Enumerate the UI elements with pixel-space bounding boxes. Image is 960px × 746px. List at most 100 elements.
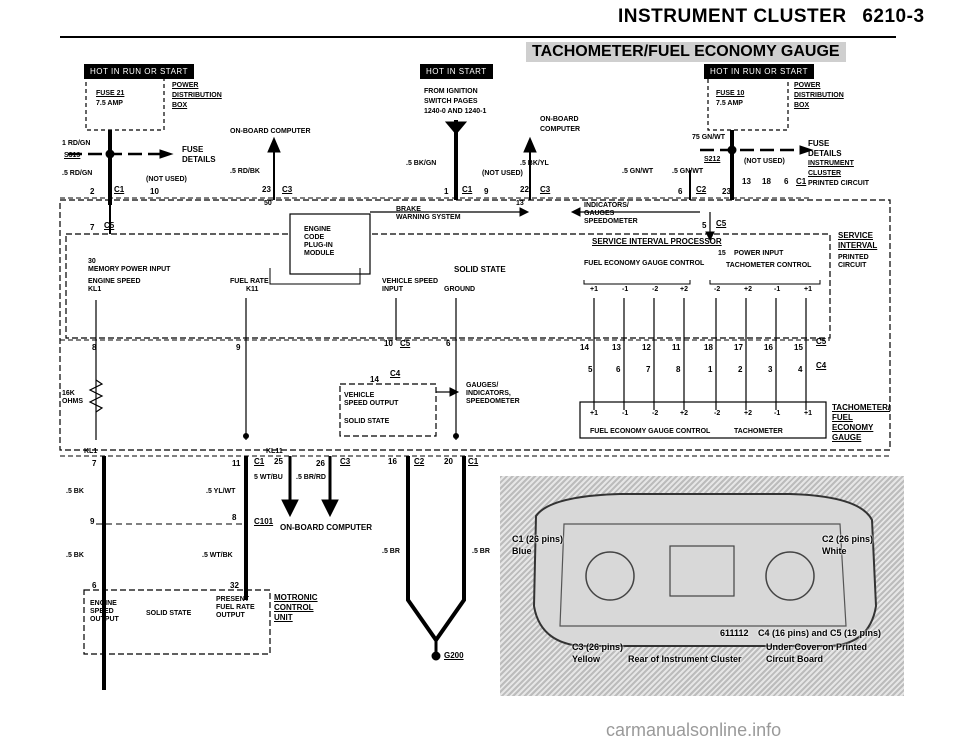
esp-label-1: ENGINE xyxy=(90,600,117,607)
bot-c2: C2 xyxy=(414,457,425,466)
row2-pin-7: 7 xyxy=(646,365,651,374)
bot-kl11: KL11 xyxy=(266,448,283,455)
sign-a-1: +1 xyxy=(590,286,598,293)
row2-pin-5: 5 xyxy=(588,365,593,374)
row2-pin-4: 4 xyxy=(798,365,803,374)
wire-5rdgn-label: .5 RD/GN xyxy=(62,170,93,177)
pin-22: 22 xyxy=(520,185,529,194)
pin-9: 9 xyxy=(484,187,489,196)
photo-c3: C3 (26 pins) xyxy=(572,642,624,652)
fuse-10-box xyxy=(707,77,789,131)
motronic-box xyxy=(83,589,271,655)
pin-13-b: 13 xyxy=(516,200,524,207)
power-dist-b-3: BOX xyxy=(794,102,810,109)
lower-pin-9: 9 xyxy=(90,517,95,526)
onboard-computer-lower: ON-BOARD COMPUTER xyxy=(280,523,372,532)
printed-circuit-label: PRINTED CIRCUIT xyxy=(808,180,870,187)
row1-pin-8: 8 xyxy=(92,343,97,352)
pin-18: 18 xyxy=(762,177,771,186)
splice-s319 xyxy=(105,149,115,159)
circuit-label: CIRCUIT xyxy=(838,262,867,269)
sign-b-8: +1 xyxy=(804,410,812,417)
diagram-title: TACHOMETER/FUEL ECONOMY GAUGE xyxy=(526,42,846,62)
esp-label-3: OUTPUT xyxy=(90,616,119,623)
gauges-ind-1: GAUGES/ xyxy=(466,382,499,389)
wire-5br1-label: .5 BR xyxy=(382,548,400,555)
sign-a-5: -2 xyxy=(714,286,721,293)
hot-in-start-tag: HOT IN START xyxy=(420,64,493,79)
row2-c4: C4 xyxy=(816,361,827,370)
instrument-cluster-label-1: INSTRUMENT xyxy=(808,160,854,167)
kl1-label: KL1 xyxy=(88,286,102,293)
bot-pin-25: 25 xyxy=(274,457,283,466)
sign-b-6: +2 xyxy=(744,410,752,417)
ohms-label-2: OHMS xyxy=(62,398,83,405)
connector-c5: C5 xyxy=(104,221,115,230)
pin-5: 5 xyxy=(702,221,707,230)
photo-c1-color: Blue xyxy=(512,546,532,556)
fuse-10-label: FUSE 10 xyxy=(716,90,745,97)
connector-c3-b: C3 xyxy=(540,185,551,194)
tfe-label-3: ECONOMY xyxy=(832,423,874,432)
sign-b-1: +1 xyxy=(590,410,598,417)
sign-a-6: +2 xyxy=(744,286,752,293)
service-box-2: INTERVAL xyxy=(838,241,878,250)
bot-pin-20: 20 xyxy=(444,457,453,466)
gauges-ind-3: SPEEDOMETER xyxy=(466,398,520,405)
wire-5wtbu-label: 5 WT/BU xyxy=(254,474,283,481)
photo-c1: C1 (26 pins) xyxy=(512,534,564,544)
wire-5bk2-label: .5 BK xyxy=(66,552,84,559)
service-interval-label: SERVICE INTERVAL PROCESSOR xyxy=(592,237,722,246)
wire-5bkgn-label: .5 BK/GN xyxy=(406,160,437,167)
row1-pin-11: 11 xyxy=(672,343,681,352)
bot-pin-16: 16 xyxy=(388,457,397,466)
motronic-label-2: CONTROL xyxy=(274,603,314,612)
fuse-21-box xyxy=(85,77,165,131)
connector-c2: C2 xyxy=(696,185,707,194)
ground-label: GROUND xyxy=(444,286,476,293)
photo-c4-c5: C4 (16 pins) and C5 (19 pins) xyxy=(758,628,882,638)
row1-pin-6: 6 xyxy=(446,339,451,348)
lower-pin-8: 8 xyxy=(232,513,237,522)
vso-label-2: SPEED OUTPUT xyxy=(344,400,399,407)
gauges-ind-2: INDICATORS, xyxy=(466,390,511,397)
fuse-details-label: FUSE xyxy=(182,145,204,154)
connector-c1-a: C1 xyxy=(114,185,125,194)
connector-c1-b: C1 xyxy=(462,185,473,194)
fuel-econ-ctrl-b: FUEL ECONOMY GAUGE CONTROL xyxy=(590,428,711,435)
sign-b-4: +2 xyxy=(680,410,688,417)
fuel-econ-ctrl-label: FUEL ECONOMY GAUGE CONTROL xyxy=(584,260,705,267)
pin-6: 6 xyxy=(678,187,683,196)
memory-power-label: MEMORY POWER INPUT xyxy=(88,266,171,273)
row2-pin-6: 6 xyxy=(616,365,621,374)
ecm-label-4: MODULE xyxy=(304,250,335,257)
bot-c3: C3 xyxy=(340,457,351,466)
row2-pin-3: 3 xyxy=(768,365,773,374)
printed-label: PRINTED xyxy=(838,254,869,261)
splice-s319-label: S319 xyxy=(64,152,81,159)
photo-under-cover: Under Cover on Printed xyxy=(766,642,868,652)
computer-2-label: COMPUTER xyxy=(540,126,581,133)
row1-c5: C5 xyxy=(400,339,411,348)
motronic-label-1: MOTRONIC xyxy=(274,593,318,602)
connector-c3-a: C3 xyxy=(282,185,293,194)
cluster-outline xyxy=(532,493,878,647)
esp-label-2: SPEED xyxy=(90,608,114,615)
wire-5ylwt-label: .5 YL/WT xyxy=(206,488,236,495)
page-title: INSTRUMENT CLUSTER xyxy=(618,6,847,27)
hot-run-start-tag-left: HOT IN RUN OR START xyxy=(84,64,194,79)
power-dist-label-2: DISTRIBUTION xyxy=(172,92,222,99)
fuse-10-amp: 7.5 AMP xyxy=(716,100,743,107)
pin-15-label: 15 xyxy=(718,250,726,257)
sign-a-4: +2 xyxy=(680,286,688,293)
wire-5gnwt2-label: .5 GN/WT xyxy=(672,168,704,175)
instrument-cluster-label-2: CLUSTER xyxy=(808,170,842,177)
pin-2: 2 xyxy=(90,187,95,196)
row1-c5-b: C5 xyxy=(816,337,827,346)
photo-c3-color: Yellow xyxy=(572,654,601,664)
input-label: INPUT xyxy=(382,286,403,293)
sign-a-8: +1 xyxy=(804,286,812,293)
not-used-label-2: (NOT USED) xyxy=(482,170,523,177)
brake-warning-2: WARNING SYSTEM xyxy=(396,214,461,221)
row1-pin-12: 12 xyxy=(642,343,651,352)
